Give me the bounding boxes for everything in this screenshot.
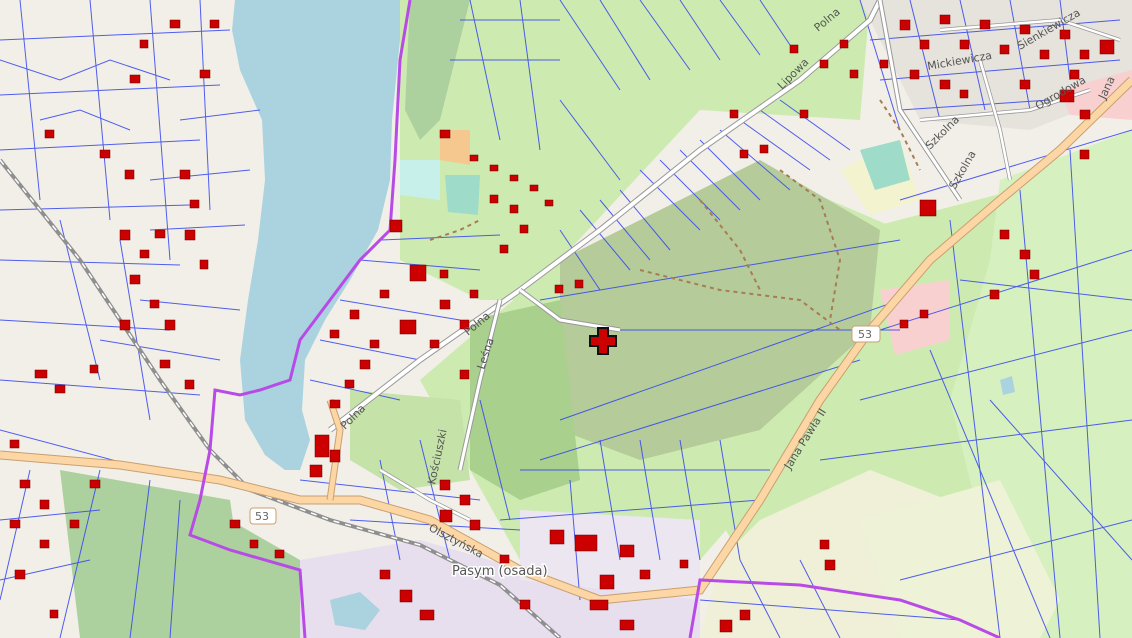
pond-east [1000,376,1015,395]
roads [0,0,1132,605]
route-shield-53-west-label: 53 [255,510,269,523]
forest-areas [60,0,880,638]
buildings [9,14,1115,633]
admin-boundary [188,0,1001,638]
pond [330,592,380,630]
route-shield-53-west: 53 [249,507,277,525]
footpaths [429,99,921,331]
lake [232,0,400,470]
target-cross-marker[interactable] [589,327,617,355]
place-label-town: Pasym (osada) [452,564,548,579]
route-shield-53-east-label: 53 [858,328,872,341]
route-shield-53-east: 53 [851,325,881,343]
